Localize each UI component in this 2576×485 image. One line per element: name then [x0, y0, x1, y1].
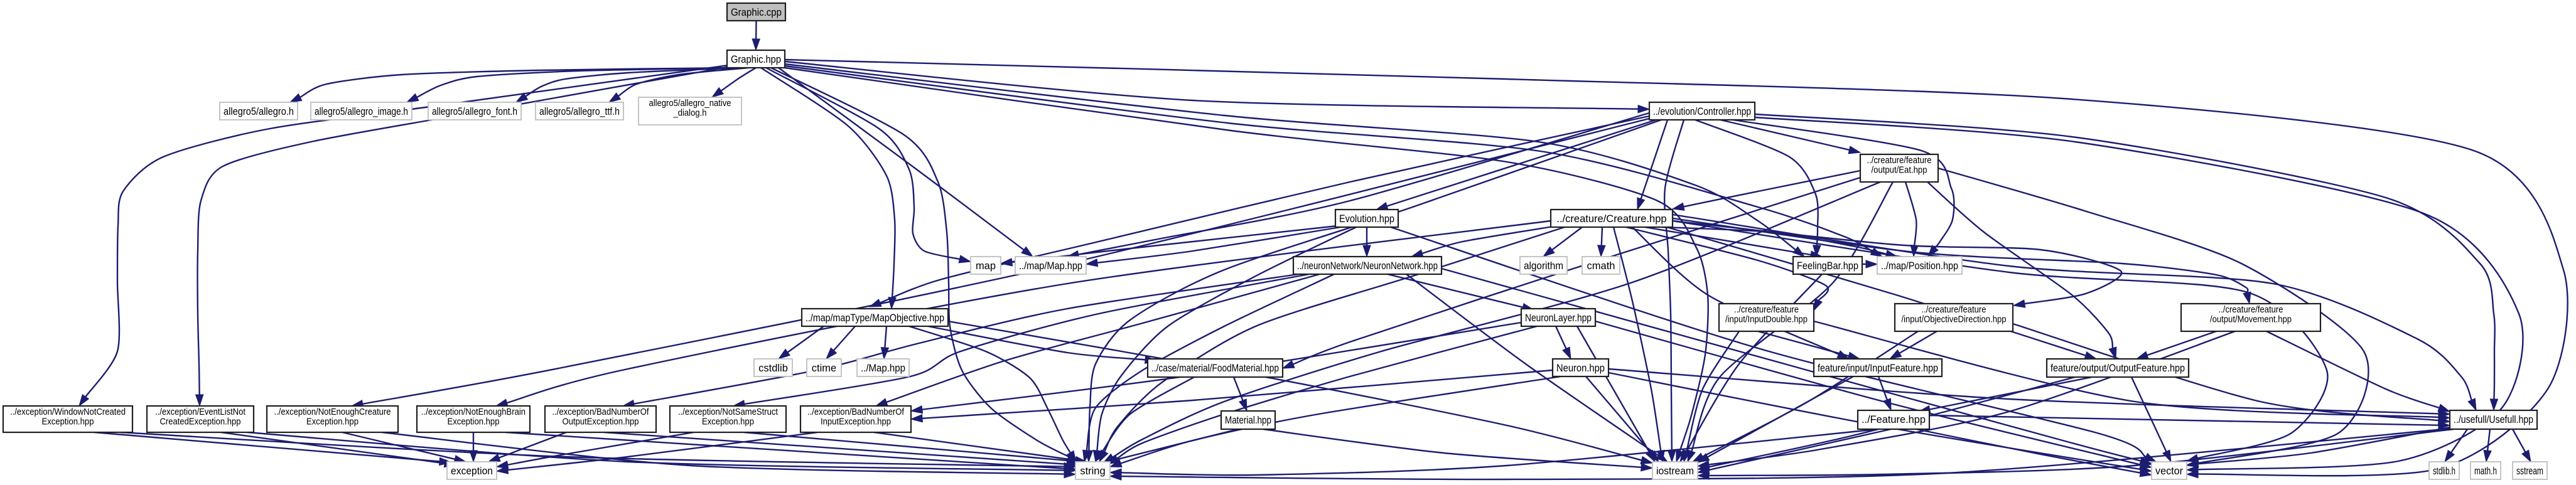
svg-text:cstdlib: cstdlib: [758, 363, 788, 374]
svg-text:../creature/feature: ../creature/feature: [1922, 305, 1986, 315]
svg-text:feature/input/InputFeature.hpp: feature/input/InputFeature.hpp: [1818, 363, 1938, 374]
svg-text:../Feature.hpp: ../Feature.hpp: [1862, 414, 1926, 425]
svg-text:/output/Movement.hpp: /output/Movement.hpp: [2210, 315, 2292, 325]
svg-text:feature/output/OutputFeature.h: feature/output/OutputFeature.hpp: [2051, 363, 2185, 374]
svg-text:Graphic.cpp: Graphic.cpp: [731, 7, 782, 18]
svg-text:../exception/EventListNot: ../exception/EventListNot: [155, 407, 245, 417]
svg-text:../evolution/Controller.hpp: ../evolution/Controller.hpp: [1653, 106, 1751, 117]
svg-text:OutputException.hpp: OutputException.hpp: [563, 417, 639, 427]
svg-text:../exception/NotEnoughBrain: ../exception/NotEnoughBrain: [421, 407, 525, 417]
svg-text:CreatedException.hpp: CreatedException.hpp: [160, 417, 241, 427]
svg-text:../exception/BadNumberOf: ../exception/BadNumberOf: [552, 407, 650, 417]
svg-text:../creature/feature: ../creature/feature: [2219, 305, 2283, 315]
svg-text:Exception.hpp: Exception.hpp: [702, 417, 754, 427]
svg-text:allegro5/allegro_native: allegro5/allegro_native: [649, 99, 731, 109]
svg-text:allegro5/allegro_font.h: allegro5/allegro_font.h: [432, 106, 517, 117]
svg-text:math.h: math.h: [2474, 466, 2497, 477]
svg-text:../usefull/Usefull.hpp: ../usefull/Usefull.hpp: [2454, 414, 2533, 425]
svg-text:../neuronNetwork/NeuronNetwork: ../neuronNetwork/NeuronNetwork.hpp: [1297, 260, 1438, 272]
svg-text:/input/ObjectiveDirection.hpp: /input/ObjectiveDirection.hpp: [1902, 315, 2007, 325]
svg-text:stdlib.h: stdlib.h: [2433, 466, 2455, 477]
svg-text:exception: exception: [451, 466, 493, 477]
svg-text:string: string: [1080, 466, 1105, 477]
svg-text:InputException.hpp: InputException.hpp: [821, 417, 891, 427]
svg-text:FeelingBar.hpp: FeelingBar.hpp: [1797, 260, 1858, 272]
svg-text:../creature/feature: ../creature/feature: [1867, 156, 1932, 166]
svg-text:Exception.hpp: Exception.hpp: [448, 417, 500, 427]
svg-text:../case/material/FoodMaterial.: ../case/material/FoodMaterial.hpp: [1151, 363, 1279, 374]
svg-text:../exception/NotSameStruct: ../exception/NotSameStruct: [678, 407, 778, 417]
svg-text:../map/Map.hpp: ../map/Map.hpp: [1019, 260, 1082, 272]
svg-text:../exception/WindowNotCreated: ../exception/WindowNotCreated: [10, 407, 126, 417]
svg-text:_dialog.h: _dialog.h: [673, 109, 707, 119]
svg-text:ctime: ctime: [812, 363, 836, 374]
svg-text:vector: vector: [2155, 466, 2183, 477]
svg-text:algorithm: algorithm: [1524, 260, 1563, 272]
svg-text:/input/InputDouble.hpp: /input/InputDouble.hpp: [1725, 315, 1808, 325]
svg-text:iostream: iostream: [1656, 466, 1694, 477]
svg-text:allegro5/allegro_image.h: allegro5/allegro_image.h: [315, 106, 408, 117]
svg-text:Exception.hpp: Exception.hpp: [306, 417, 358, 427]
svg-text:Graphic.hpp: Graphic.hpp: [731, 54, 781, 65]
svg-text:../map/Position.hpp: ../map/Position.hpp: [1881, 260, 1958, 272]
svg-text:../creature/feature: ../creature/feature: [1734, 305, 1799, 315]
svg-text:../creature/Creature.hpp: ../creature/Creature.hpp: [1556, 213, 1666, 225]
svg-text:/output/Eat.hpp: /output/Eat.hpp: [1872, 166, 1927, 176]
svg-text:map: map: [976, 260, 996, 272]
svg-text:Material.hpp: Material.hpp: [1225, 415, 1271, 426]
svg-text:Neuron.hpp: Neuron.hpp: [1556, 363, 1605, 374]
svg-text:../Map.hpp: ../Map.hpp: [861, 363, 905, 374]
svg-text:cmath: cmath: [1587, 260, 1615, 272]
svg-text:Evolution.hpp: Evolution.hpp: [1339, 213, 1394, 225]
svg-text:allegro5/allegro_ttf.h: allegro5/allegro_ttf.h: [539, 106, 620, 117]
svg-text:sstream: sstream: [2516, 466, 2543, 477]
svg-text:Exception.hpp: Exception.hpp: [42, 417, 94, 427]
svg-text:../exception/NotEnoughCreature: ../exception/NotEnoughCreature: [274, 407, 391, 417]
svg-text:allegro5/allegro.h: allegro5/allegro.h: [224, 106, 294, 117]
svg-text:NeuronLayer.hpp: NeuronLayer.hpp: [1525, 312, 1592, 324]
svg-text:../map/mapType/MapObjective.hp: ../map/mapType/MapObjective.hpp: [806, 312, 944, 324]
svg-text:../exception/BadNumberOf: ../exception/BadNumberOf: [807, 407, 905, 417]
